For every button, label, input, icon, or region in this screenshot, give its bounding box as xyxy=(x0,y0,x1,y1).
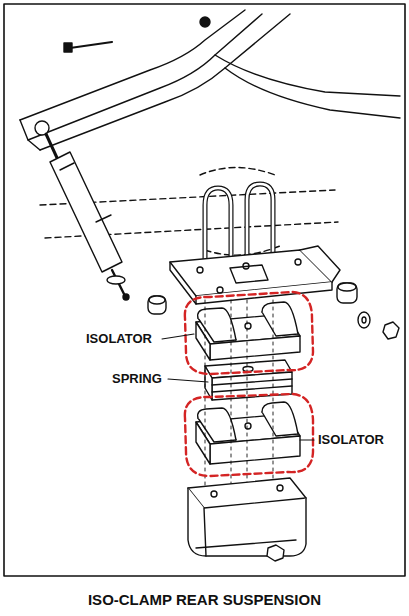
bottom-plate xyxy=(188,478,306,561)
shock-washer xyxy=(107,276,125,284)
bolt-head xyxy=(64,43,72,52)
plate-edge xyxy=(170,262,196,304)
bolt xyxy=(70,42,112,48)
shock-body xyxy=(50,152,122,272)
leader-line xyxy=(162,334,314,440)
hole xyxy=(197,267,203,273)
frame-rail xyxy=(20,10,400,150)
shock-nut xyxy=(123,294,129,300)
hole xyxy=(243,263,249,269)
lower-isolator xyxy=(196,402,300,464)
shock-absorber xyxy=(35,121,129,300)
axle-center xyxy=(200,168,280,256)
part-label: ISOLATOR xyxy=(318,432,384,448)
rivet xyxy=(200,17,210,27)
figure-frame xyxy=(4,4,405,576)
shock-detail xyxy=(60,163,111,222)
assembly-line xyxy=(205,300,273,500)
leaf-spring xyxy=(205,360,292,400)
part-label: ISOLATOR xyxy=(86,331,152,347)
hole xyxy=(217,287,223,293)
figure-caption: ISO-CLAMP REAR SUSPENSION xyxy=(0,591,409,609)
rail-flange xyxy=(215,55,400,96)
rail-edge xyxy=(28,14,262,140)
part-label: SPRING xyxy=(112,371,162,387)
rail-flange xyxy=(225,68,400,118)
highlight-outline xyxy=(185,292,313,476)
rail-edge xyxy=(20,10,245,120)
upper-isolator xyxy=(196,302,300,360)
hole xyxy=(295,259,301,265)
shock-bracket xyxy=(300,246,340,282)
shock-rod xyxy=(46,134,58,160)
rail-edge xyxy=(40,14,290,150)
